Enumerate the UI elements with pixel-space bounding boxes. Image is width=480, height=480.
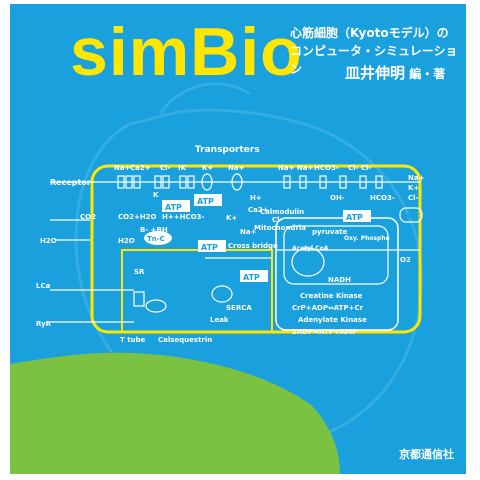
ion-cl-label: Cl- <box>160 164 171 172</box>
co2-h2o-label: CO2+H2O <box>118 213 157 221</box>
book-subtitle: 心筋細胞（Kyotoモデル）の コンピュータ・シミュレーション <box>290 24 466 78</box>
book-cover: ATP ATP ATP ATP ATP Tn-C Transporters Re… <box>10 4 466 474</box>
mitochondria-compartment <box>275 217 399 331</box>
crp-equation-label: CrP+ADP⇔ATP+Cr <box>292 304 364 312</box>
subtitle-line-1: 心筋細胞（Kyotoモデル）の <box>290 26 449 40</box>
author-name: 皿井伸明 <box>345 64 406 82</box>
right-k-label: K+ <box>408 184 419 192</box>
ion-na-label: Na+ <box>114 164 131 172</box>
right-hco3-label: HCO3- <box>370 194 395 202</box>
cl-minus-label: Cl- <box>272 216 283 224</box>
cross-bridge-label: Cross bridge <box>228 242 278 250</box>
cell-diagram: ATP ATP ATP ATP ATP Tn-C Transporters Re… <box>10 82 425 474</box>
ion-k-small-label: K <box>153 191 159 199</box>
calsequestrin-label: Calsequestrin <box>158 336 212 344</box>
ca-plus-label: Ca2+ <box>248 206 269 214</box>
leak-label: Leak <box>210 316 229 324</box>
oh-label: OH- <box>330 194 345 202</box>
creatine-kinase-label: Creatine Kinase <box>300 292 363 300</box>
serca-label: SERCA <box>226 304 252 312</box>
ion-cl-cl-label: Cl- Cl- <box>348 164 371 172</box>
calmodulin-label: Calmodulin <box>260 208 304 216</box>
t-tube-label: T tube <box>120 336 146 344</box>
mitochondria-label: Mitochondria <box>254 224 306 232</box>
h2o-mid-label: H2O <box>118 237 135 245</box>
right-na-label: Na+ <box>408 174 425 182</box>
author-role: 編・著 <box>409 67 446 81</box>
nadh-label: NADH <box>328 276 351 284</box>
heart-outline <box>74 108 423 446</box>
author: 皿井伸明 編・著 <box>345 62 445 83</box>
ion-k-label: K+ <box>202 164 213 172</box>
sr-label: SR <box>134 268 145 276</box>
ryr-label: RyR <box>36 320 52 328</box>
bh-label: B- +BH <box>140 226 168 234</box>
acetyl-coa-label: Acetyl CoA <box>292 245 329 252</box>
receptor-label: Receptor <box>50 178 91 187</box>
co2-left-label: CO2 <box>80 213 96 221</box>
na-plus-label: Na+ <box>240 228 257 236</box>
green-shape <box>10 352 340 474</box>
k-plus-label: K+ <box>226 214 237 222</box>
ion-na2-label: Na+ <box>228 164 245 172</box>
tnc-label: Tn-C <box>147 235 165 243</box>
atp-label-2: ATP <box>165 203 182 212</box>
h2o-left-label: H2O <box>40 237 57 245</box>
adenylate-kinase-label: Adenylate Kinase <box>298 316 367 324</box>
atp-label-3: ATP <box>201 243 218 252</box>
book-title: simBio <box>70 14 303 90</box>
atp-label-4: ATP <box>243 273 260 282</box>
ion-ca-label: Ca2+ <box>130 164 151 172</box>
h-hco3-label: H++HCO3- <box>162 213 204 221</box>
adp-equation-label: 2ADP⇔ATP+AMP <box>292 328 357 336</box>
atp-label-5: ATP <box>346 213 363 222</box>
sr-compartment <box>121 249 273 333</box>
pyruvate-label: pyruvate <box>312 228 348 236</box>
ion-ik-label: IK <box>178 164 187 172</box>
oxy-phospho-label: Oxy. Phospho <box>344 235 390 242</box>
h-plus-label: H+ <box>250 194 262 202</box>
ion-na-na-label: Na+ Na+ <box>278 164 313 172</box>
subtitle-line-2: コンピュータ・シミュレーション <box>290 44 458 76</box>
ion-hco3-label: HCO3- <box>314 164 339 172</box>
lca-label: LCa <box>36 282 51 290</box>
transporters-label: Transporters <box>195 145 260 155</box>
right-cl-label: Cl- <box>408 194 419 202</box>
publisher: 京都通信社 <box>399 448 454 461</box>
nkcc-label: NKCC <box>402 213 421 220</box>
atp-label-1: ATP <box>197 197 214 206</box>
o2-label: O2 <box>400 256 411 264</box>
